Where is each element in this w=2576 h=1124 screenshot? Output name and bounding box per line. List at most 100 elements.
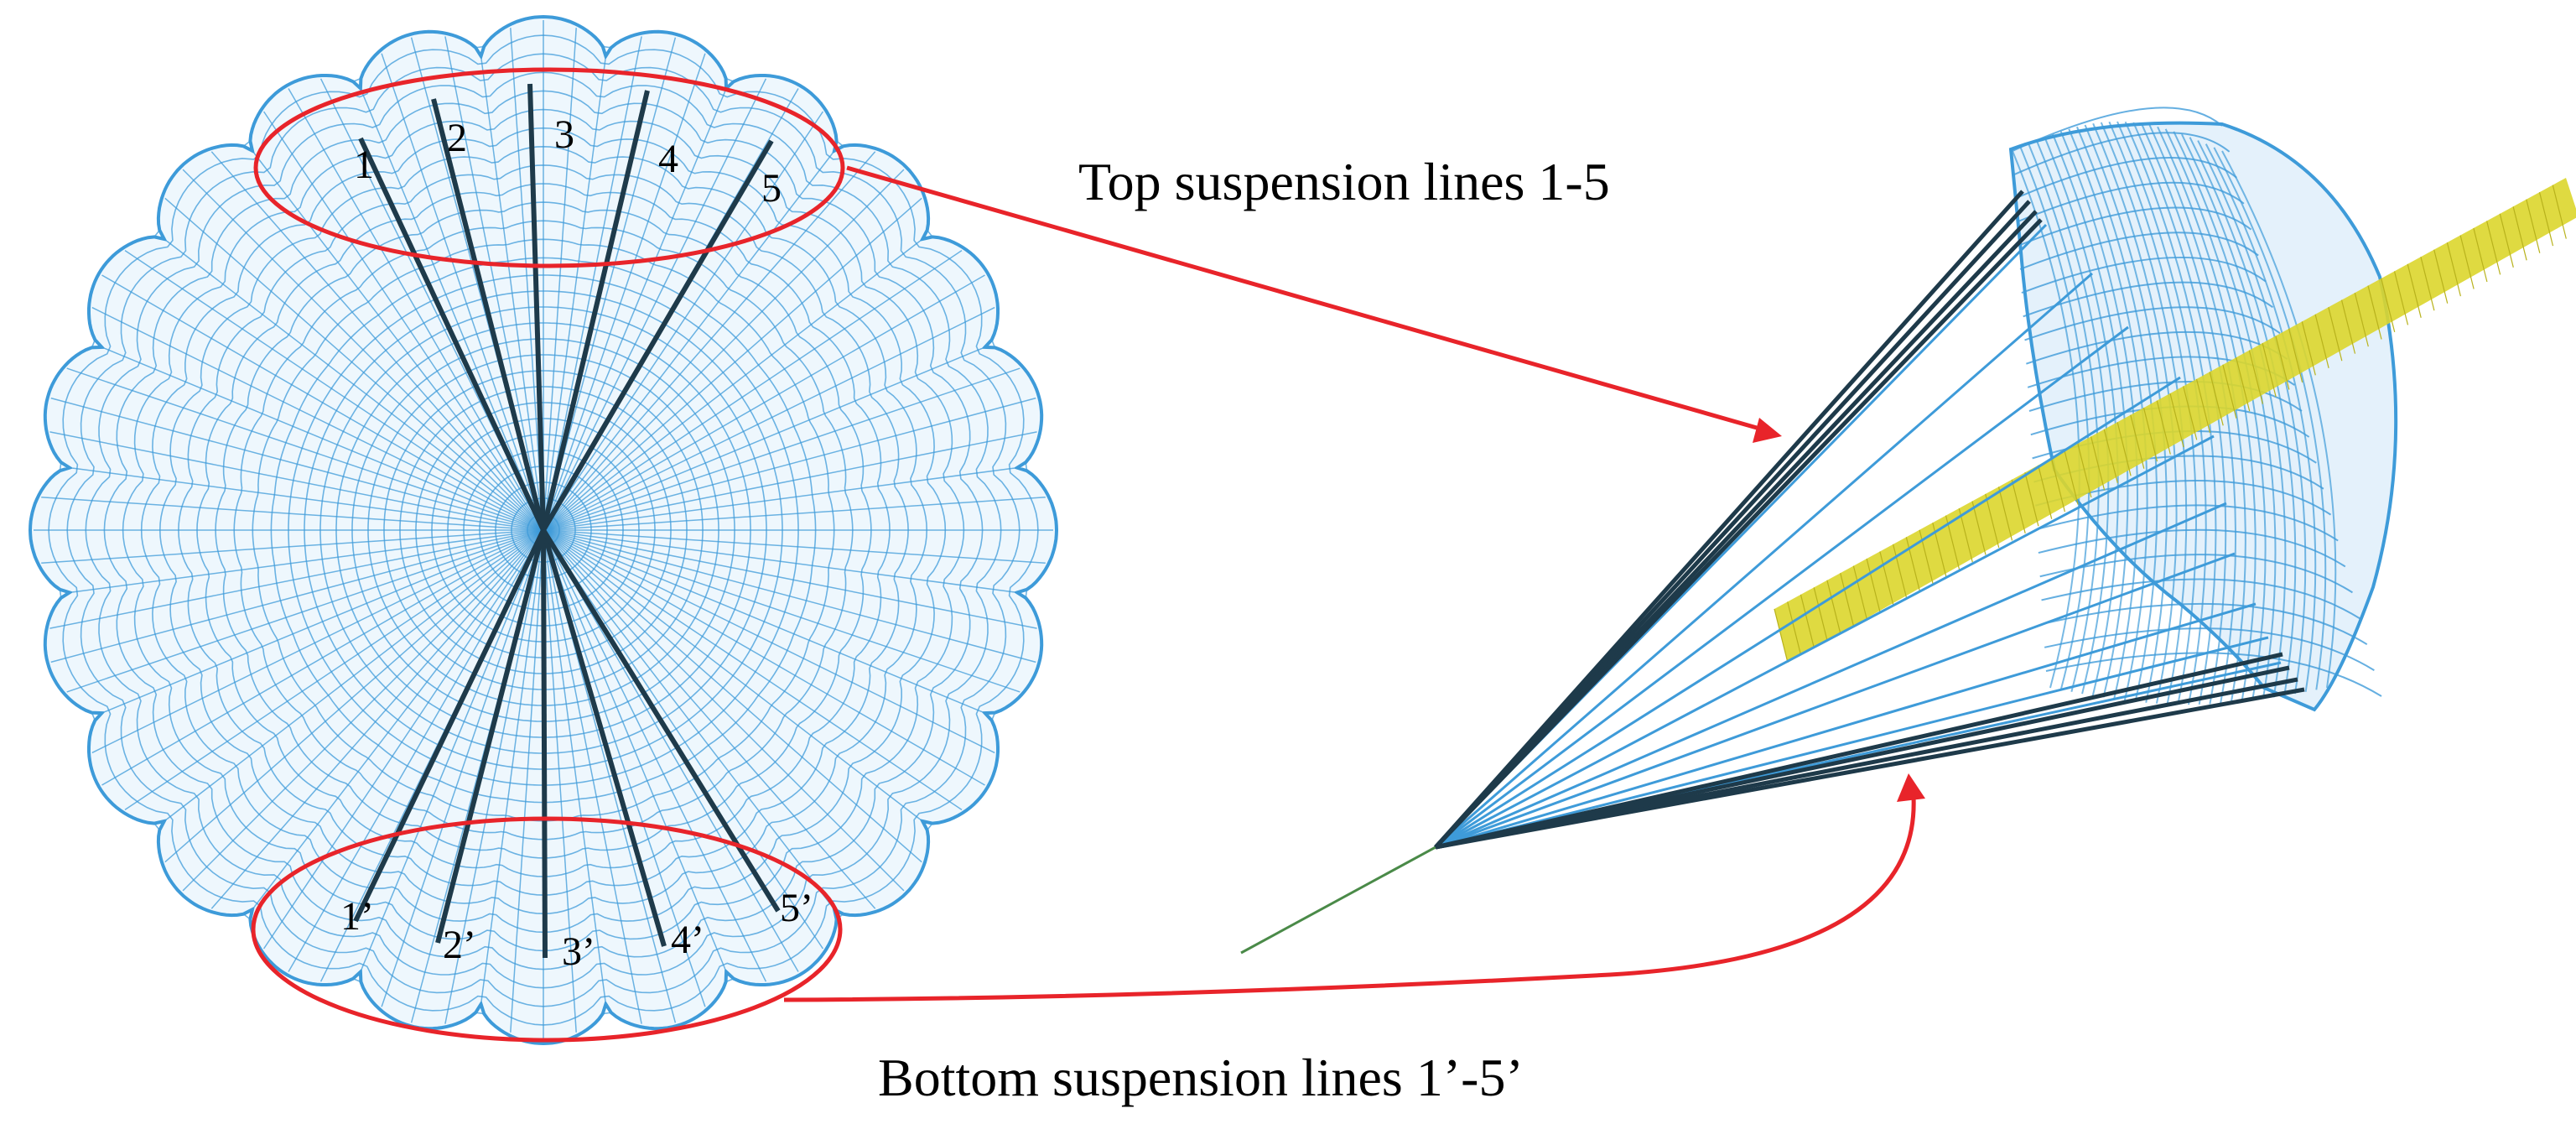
rod-hatch bbox=[1826, 580, 1841, 634]
suspension-line bbox=[435, 529, 546, 944]
highlighted-suspension-line bbox=[1435, 687, 2305, 850]
rod-hatch bbox=[2195, 378, 2211, 434]
suspension-line bbox=[353, 528, 546, 923]
suspension-line bbox=[541, 529, 548, 959]
dome-mesh-meridian bbox=[2173, 131, 2277, 700]
mesh-spoke bbox=[543, 529, 905, 892]
mesh-spoke bbox=[543, 28, 577, 531]
dome-mesh-arc bbox=[2015, 157, 2237, 200]
rod-hatch bbox=[2103, 429, 2118, 483]
mesh-spoke bbox=[543, 111, 824, 531]
dome-mesh-meridian bbox=[2044, 137, 2119, 696]
bottom-lines-arrowhead bbox=[1897, 773, 1925, 802]
rod-hatch bbox=[2552, 185, 2567, 239]
suspension-line bbox=[1435, 636, 2269, 849]
bottom-line-label: 5’ bbox=[780, 886, 813, 930]
highlighted-suspension-line bbox=[1435, 665, 2290, 850]
rod-hatch bbox=[2301, 321, 2316, 376]
mesh-spoke bbox=[361, 91, 544, 531]
mesh-spoke bbox=[543, 91, 726, 531]
highlighted-suspension-line bbox=[1435, 652, 2283, 850]
mesh-spoke bbox=[164, 197, 544, 531]
rod-hatch bbox=[2473, 227, 2488, 283]
mesh-spoke bbox=[91, 306, 544, 531]
rod-hatch bbox=[2433, 249, 2449, 304]
mesh-spoke bbox=[543, 240, 921, 531]
rod-hatch bbox=[2499, 213, 2514, 268]
mesh-spoke bbox=[104, 529, 544, 713]
suspension-line bbox=[431, 98, 546, 531]
dome-mesh-arc bbox=[2039, 554, 2353, 594]
mesh-spoke bbox=[543, 529, 921, 820]
mesh-spoke bbox=[543, 529, 1037, 629]
mesh-spoke bbox=[164, 529, 544, 863]
mesh-spoke bbox=[361, 529, 544, 970]
rod-hatch bbox=[1905, 537, 1920, 591]
dome-mesh-meridian bbox=[2052, 133, 2129, 698]
rod-hatch bbox=[2156, 400, 2171, 455]
rod-body bbox=[1774, 178, 2576, 663]
dome-mesh-meridian bbox=[2164, 128, 2267, 701]
rod-hatch bbox=[2407, 263, 2422, 318]
rod-hatch bbox=[1971, 501, 1987, 555]
mesh-spoke bbox=[253, 529, 544, 908]
suspension-line bbox=[1435, 602, 2257, 849]
rod-hatch bbox=[2209, 372, 2224, 426]
rod-hatch bbox=[2314, 314, 2329, 368]
rod-hatch bbox=[2236, 357, 2251, 412]
top-lines-arrow bbox=[846, 165, 1758, 430]
mesh-spoke bbox=[210, 529, 544, 909]
bottom-line-label: 4’ bbox=[671, 918, 704, 962]
mesh-spoke bbox=[543, 153, 834, 531]
mesh-spoke bbox=[543, 529, 983, 713]
mesh-spoke bbox=[66, 529, 544, 693]
rod-hatch bbox=[2077, 443, 2092, 498]
rod-hatch bbox=[2459, 235, 2475, 289]
mesh-spoke bbox=[444, 36, 544, 531]
dome-mesh-arc bbox=[2028, 381, 2303, 412]
suspension-line bbox=[1435, 435, 2215, 849]
mesh-spoke bbox=[543, 529, 922, 863]
rod-hatch bbox=[2262, 342, 2277, 398]
mesh-spoke bbox=[543, 367, 1021, 531]
suspension-line bbox=[1435, 502, 2227, 849]
mesh-spoke bbox=[543, 529, 642, 1024]
dome-mesh-meridian bbox=[2213, 147, 2327, 690]
dome-mesh-arc bbox=[2044, 627, 2375, 671]
rod-hatch bbox=[1879, 551, 1894, 606]
dome-mesh-meridian bbox=[2197, 140, 2307, 695]
mesh-spoke bbox=[288, 88, 544, 531]
rod-hatch bbox=[2275, 336, 2290, 390]
rod-hatch bbox=[2381, 278, 2396, 333]
dome-mesh-arc bbox=[2012, 107, 2223, 152]
dome-mesh-arc bbox=[2019, 232, 2259, 270]
mesh-spoke bbox=[543, 467, 1015, 531]
bottom-lines-arrow bbox=[783, 796, 1916, 1002]
mesh-spoke bbox=[543, 397, 1036, 531]
suspension-line bbox=[541, 90, 650, 531]
mesh-spoke bbox=[543, 169, 905, 531]
payload-cord bbox=[1240, 846, 1436, 955]
rod-hatch bbox=[1787, 601, 1802, 656]
rod-hatch bbox=[1866, 558, 1881, 613]
rod-hatch bbox=[2526, 199, 2541, 253]
suspension-line bbox=[1435, 325, 2129, 849]
suspension-line bbox=[541, 139, 774, 532]
mesh-spoke bbox=[124, 249, 544, 531]
rod-hatch bbox=[1997, 487, 2013, 541]
rod-hatch bbox=[2064, 450, 2079, 505]
mesh-spoke bbox=[101, 529, 544, 786]
mesh-spoke bbox=[543, 529, 1021, 693]
dome-mesh-meridian bbox=[2028, 143, 2100, 693]
top-line-label: 2 bbox=[447, 116, 467, 160]
mesh-spoke bbox=[543, 529, 985, 786]
mesh-spoke bbox=[381, 529, 544, 1007]
mesh-spoke bbox=[543, 529, 1015, 593]
rod-hatch bbox=[2420, 257, 2435, 311]
top-line-label: 5 bbox=[761, 166, 782, 211]
mesh-spoke bbox=[543, 53, 706, 531]
dome-mesh-meridian bbox=[2189, 137, 2297, 696]
mesh-spoke bbox=[543, 431, 1037, 531]
suspension-lines-side bbox=[1434, 190, 2305, 850]
